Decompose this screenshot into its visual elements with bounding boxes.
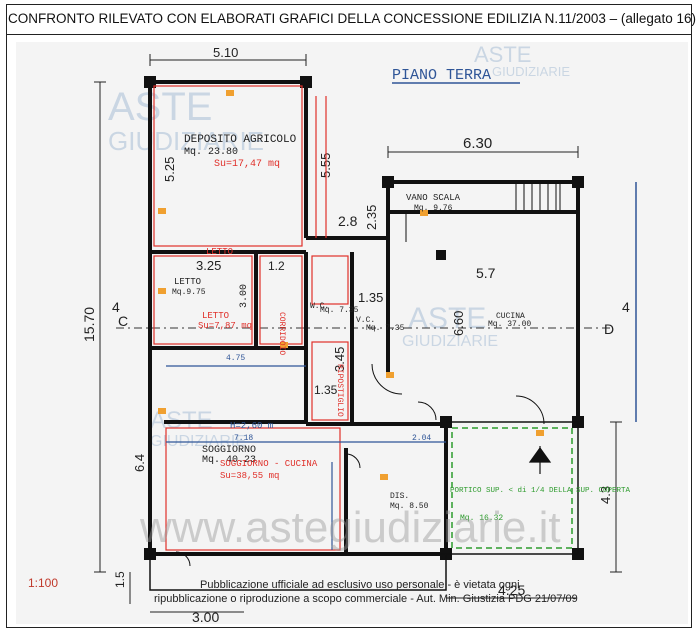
- room-soggiorno-name: SOGGIORNO: [202, 445, 256, 456]
- floor-label: PIANO TERRA: [392, 67, 491, 84]
- dim-stair-height: 2.35: [364, 205, 379, 230]
- dim-deposito-height: 5.25: [162, 157, 177, 182]
- room-soggiorno-su: Su=38,55 mq: [220, 471, 279, 481]
- dim-closet-width: 1.35: [314, 383, 338, 397]
- dim-bottom-width: 3.00: [192, 609, 219, 624]
- dim-bottom-right: 4.25: [498, 582, 525, 598]
- floor-plan-drawing: ASTE GIUDIZIARIE ASTE GIUDIZIARIE ASTE G…: [16, 42, 688, 624]
- section-marker-right: D: [604, 321, 614, 337]
- watermark-logo-main-sub: GIUDIZIARIE: [108, 126, 264, 156]
- room-wc-name: W.C.: [310, 302, 329, 311]
- north-arrow-icon: [528, 446, 552, 474]
- room-letto-area: Mq.9.75: [172, 288, 206, 297]
- watermark-notice-line-2: ripubblicazione o riproduzione a scopo c…: [154, 593, 578, 605]
- floor-plan: ASTE GIUDIZIARIE ASTE GIUDIZIARIE ASTE G…: [16, 42, 688, 624]
- room-soggiorno-height: H=2,60 m: [230, 421, 273, 431]
- room-ripostiglio: RIPOSTIGLIO: [335, 364, 344, 417]
- room-soggiorno-area: Mq. 40.23: [202, 455, 256, 466]
- scale-label: 1:100: [28, 576, 59, 590]
- watermark-logo-main: ASTE: [108, 85, 212, 129]
- room-cucina-area: Mq. 37.00: [488, 320, 531, 329]
- room-portico-area: Mq. 16.32: [460, 514, 503, 523]
- section-marker-left: C: [118, 313, 128, 329]
- room-wc2-name: V.C.: [356, 316, 375, 325]
- room-corridor: CORRIDOIO: [277, 312, 286, 355]
- room-cucina-name: CUCINA: [496, 312, 525, 321]
- watermark-logo-top: ASTE: [474, 42, 531, 67]
- watermark-logo-top-sub: GIUDIZIARIE: [492, 64, 570, 79]
- dim-wc-width: 2.8: [338, 213, 358, 229]
- dim-bottom-left: 1.5: [113, 571, 127, 588]
- room-letto-su: Su=7,87 mq: [198, 321, 252, 331]
- level-marker-right: 4: [622, 299, 630, 315]
- document-title: CONFRONTO RILEVATO CON ELABORATI GRAFICI…: [8, 11, 696, 26]
- dim-cucina-width: 5.7: [476, 265, 496, 281]
- room-letto-name: LETTO: [174, 277, 201, 287]
- room-soggiorno-cucina: SOGGIORNO - CUCINA: [220, 459, 318, 469]
- watermark-logo-mid-sub: GIUDIZIARIE: [402, 333, 498, 350]
- room-inner-dim: 4.75: [226, 354, 245, 363]
- room-vano-scala-area: Mq. 9.76: [414, 204, 453, 213]
- dim-corridor-width: 1.2: [268, 259, 285, 273]
- room-dim-204: 2.04: [412, 434, 431, 443]
- room-wc2-area: Mq. 7.35: [366, 324, 405, 333]
- dim-cucina-height: 6.60: [451, 311, 466, 336]
- room-letto-dim: 3.00: [239, 284, 250, 308]
- room-deposito-name: DEPOSITO AGRICOLO: [184, 134, 297, 146]
- room-disimpegno: DIS.: [390, 492, 409, 501]
- dim-right-block-width: 6.30: [463, 135, 492, 152]
- dim-letto-width: 3.25: [196, 258, 221, 273]
- title-divider: [6, 34, 692, 35]
- room-letto-red: LETTO: [202, 311, 229, 321]
- dim-bath-height: 3.45: [332, 347, 347, 372]
- room-portico: PORTICO SUP. < di 1/4 DELLA SUP. COPERTA: [450, 487, 631, 495]
- room-soggiorno-dim: 7.18: [234, 434, 253, 443]
- dim-portico-height: 4.3: [598, 486, 613, 504]
- dim-total-height: 15.70: [81, 307, 97, 342]
- level-marker-left: 4: [112, 299, 120, 315]
- dim-bath-width: 1.35: [358, 290, 383, 305]
- watermark-site: www.astegiudiziarie.it: [139, 503, 561, 552]
- room-vano-scala: VANO SCALA: [406, 193, 461, 203]
- dim-soggiorno-height: 6.4: [132, 454, 147, 472]
- watermark-notice-line-1: Pubblicazione ufficiale ad esclusivo uso…: [200, 579, 520, 591]
- dim-top-width: 5.10: [213, 45, 238, 60]
- room-deposito-area: Mq. 23.80: [184, 147, 238, 158]
- room-letto-upper: LETTO: [206, 247, 233, 257]
- watermark-logo-mid: ASTE: [408, 302, 486, 335]
- room-disimpegno-area: Mq. 8.50: [390, 502, 429, 511]
- room-wc-area: Mq. 7.35: [320, 306, 359, 315]
- room-deposito-su: Su=17,47 mq: [214, 159, 280, 170]
